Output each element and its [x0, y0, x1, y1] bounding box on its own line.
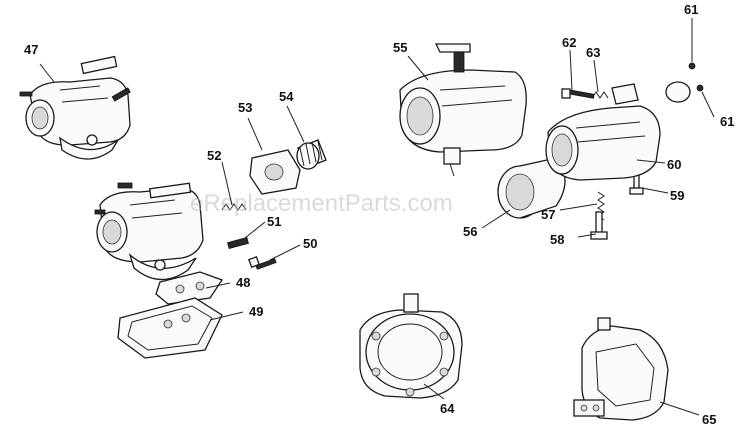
callout-64: 64	[440, 401, 455, 416]
part-49-gasket[interactable]	[117, 297, 223, 359]
callout-61-top: 61	[684, 2, 698, 17]
part-53-spacer[interactable]	[249, 149, 301, 195]
callout-48: 48	[236, 275, 250, 290]
part-61-screw-upper[interactable]	[688, 62, 696, 70]
callout-54: 54	[279, 89, 294, 104]
part-58-bolt[interactable]	[590, 211, 608, 240]
part-62-screw[interactable]	[561, 88, 595, 99]
callout-58: 58	[550, 232, 564, 247]
callout-50: 50	[303, 236, 317, 251]
callout-59: 59	[670, 188, 684, 203]
callout-63: 63	[586, 45, 600, 60]
callout-55: 55	[393, 40, 407, 55]
callout-60: 60	[667, 157, 681, 172]
part-64-regulator[interactable]	[359, 293, 463, 399]
part-48-gasket[interactable]	[155, 271, 223, 305]
callout-57: 57	[541, 207, 555, 222]
callout-56: 56	[463, 224, 477, 239]
callout-62: 62	[562, 35, 576, 50]
part-56-ring[interactable]	[497, 157, 566, 219]
callout-47: 47	[24, 42, 38, 57]
callout-61-bottom: 61	[720, 114, 734, 129]
part-55-housing[interactable]	[399, 43, 527, 177]
part-61-plate[interactable]	[665, 81, 691, 103]
callout-49: 49	[249, 304, 263, 319]
callout-53: 53	[238, 100, 252, 115]
leader-lines	[39, 18, 715, 416]
throttle-body[interactable]	[545, 83, 661, 181]
carburetor-body[interactable]	[94, 182, 204, 281]
part-63-spring[interactable]	[591, 91, 609, 99]
callout-65: 65	[702, 412, 716, 427]
part-52-spring[interactable]	[221, 203, 247, 211]
part-65-housing[interactable]	[573, 317, 669, 421]
part-61-screw-lower[interactable]	[696, 84, 704, 92]
part-47-carburetor[interactable]	[19, 55, 131, 160]
callout-51: 51	[267, 214, 281, 229]
part-54-filter[interactable]	[296, 139, 327, 170]
part-50-screw[interactable]	[248, 256, 277, 270]
watermark: eReplacementParts.com	[190, 190, 453, 217]
part-51-spring[interactable]	[227, 237, 249, 249]
callout-52: 52	[207, 148, 221, 163]
